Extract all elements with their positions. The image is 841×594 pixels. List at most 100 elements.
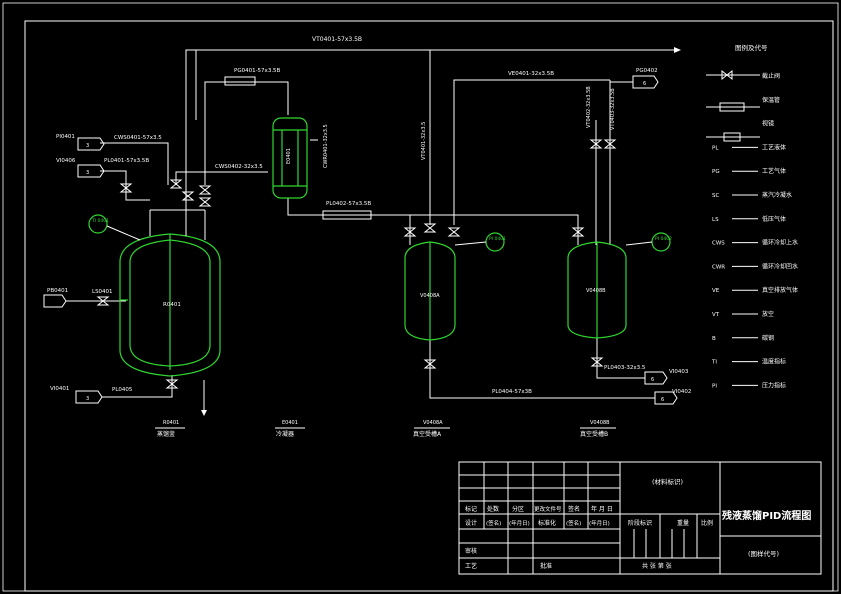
- ti0401-label: TI 0401: [91, 218, 109, 224]
- condenser-e0401[interactable]: [272, 117, 308, 199]
- tb-stage-mark: 阶段标识: [628, 519, 652, 527]
- cws0401-line: [100, 142, 169, 185]
- legend-label: 蒸汽冷凝水: [762, 191, 792, 199]
- legend-label: 循环冷却上水: [762, 239, 798, 247]
- legend-label: 工艺气体: [762, 167, 786, 175]
- legend-label: 视镜: [762, 120, 774, 128]
- legend-valve-symbol: [706, 69, 760, 81]
- tb-h-docno: 更改文件号: [534, 505, 562, 513]
- vi0403-label: VI0403: [669, 369, 689, 375]
- legend-code: VE: [712, 288, 720, 294]
- pi0401-badge-num: 3: [86, 143, 89, 149]
- legend-code: SC: [712, 193, 719, 199]
- pg0402-badge: [632, 75, 659, 89]
- pipe-label-pl0401: PL0401-57x3.5B: [104, 158, 149, 164]
- e0401-name: 冷凝器: [276, 430, 294, 438]
- vt-header-line: [185, 49, 674, 230]
- tb-h-sign: 签名: [568, 505, 580, 513]
- pb0401-badge: [43, 294, 67, 308]
- pl0402-insulated: [322, 210, 372, 220]
- title-block-grid: [458, 461, 822, 575]
- tb-sign1: (签名): [486, 519, 501, 527]
- legend-sightglass-symbol: [706, 132, 760, 142]
- e0401-code: E0401: [282, 420, 298, 426]
- v0408b-feed-lines: [595, 80, 633, 245]
- legend-code: B: [712, 336, 716, 342]
- tank-v0408a[interactable]: [404, 241, 456, 341]
- pipe-label-vt0403: VT0403-32x3.5B: [610, 88, 616, 130]
- cwr-line: [175, 171, 268, 185]
- pl0401-line: [100, 170, 150, 201]
- legend-code: LS: [712, 217, 719, 223]
- ti0401-gauge: [88, 214, 108, 234]
- pipe-label-pl0402: PL0402-57x3.5B: [326, 201, 371, 207]
- legend-code: CWR: [712, 264, 725, 270]
- pipe-label-pl0404: PL0404-57x3B: [492, 389, 532, 395]
- tb-std: 标准化: [538, 519, 556, 527]
- arrow-right: [674, 47, 681, 53]
- vi0406-badge-num: 3: [86, 170, 89, 176]
- vi0403-badge-num: 6: [651, 377, 654, 383]
- pg0402-label: PG0402: [636, 68, 658, 74]
- pi0401-gauge: [485, 232, 505, 252]
- pg0401-line: [204, 81, 289, 185]
- tb-h-mark: 标记: [465, 505, 477, 513]
- tb-h-zone: 分区: [512, 505, 524, 513]
- legend-label: 放空: [762, 310, 774, 318]
- pi-connector-a: [454, 241, 487, 246]
- material-mark: (材料标识): [652, 477, 683, 486]
- inner-frame: [24, 20, 834, 592]
- pipe-label-pl0403: PL0403-32x3.5: [604, 365, 646, 371]
- pi0401-gauge-label: PI 0401: [489, 236, 506, 242]
- ls-valve[interactable]: [96, 296, 110, 306]
- tb-h-count: 处数: [487, 505, 499, 513]
- tb-approve: 批准: [540, 562, 552, 570]
- pg0401-insulated: [224, 76, 256, 86]
- legend-label: 碳钢: [762, 334, 774, 342]
- v0408a-tag: V0408A: [420, 293, 440, 299]
- pipe-label-pg0401: PG0401-57x3.5B: [234, 68, 281, 74]
- tank-v0408b[interactable]: [567, 241, 627, 339]
- pb0401-label: PB0401: [47, 288, 68, 294]
- legend-label: 真空排放气体: [762, 286, 798, 294]
- legend-code: PG: [712, 169, 720, 175]
- tb-total: 共 张 第 张: [642, 562, 672, 570]
- legend-label: 截止阀: [762, 72, 780, 80]
- legend-code: TI: [711, 360, 717, 366]
- pipe-label-vt0401: VT0401-57x3.5B: [312, 36, 362, 43]
- r0401-tag: R0401: [163, 302, 181, 308]
- pipe-label-ve0401: VE0401-32x3.5B: [508, 71, 554, 77]
- vi0401-badge: [75, 390, 103, 404]
- pi0402-gauge-label: PI 0402: [655, 236, 672, 242]
- legend-label: 低压气体: [762, 215, 786, 223]
- ve0401-line: [453, 79, 610, 225]
- legend-code: PL: [712, 145, 719, 151]
- pipe-label-vt0402: VT0402-32x3.5B: [586, 86, 592, 128]
- v0408a-name: 真空受槽A: [413, 430, 442, 438]
- vi0401-badge-num: 3: [86, 396, 89, 402]
- gate-valve[interactable]: [119, 139, 617, 389]
- pl0404-line: [429, 335, 655, 399]
- legend-code: PI: [712, 383, 717, 389]
- legend-label: 工艺液体: [762, 143, 786, 151]
- drain-arrow: [201, 410, 207, 416]
- vi0402-badge: [654, 391, 678, 405]
- r0401-name: 蒸馏釜: [157, 430, 175, 438]
- tb-h-date: 年 月 日: [591, 505, 613, 513]
- tb-sign2: (签名): [566, 519, 581, 527]
- tb-date2: (年月日): [589, 519, 610, 527]
- legend-code: CWS: [712, 241, 725, 247]
- pipe-label-vt0401-v: VT0401-32x3.5: [421, 122, 427, 160]
- legend-code: VT: [712, 312, 720, 318]
- legend-label: 保温管: [762, 96, 780, 104]
- e0401-tag: E0401: [286, 148, 292, 164]
- drawing-code: (图样代号): [748, 549, 779, 558]
- tb-design: 设计: [465, 519, 477, 527]
- tb-process: 工艺: [465, 562, 477, 570]
- tb-weight: 重量: [677, 519, 689, 527]
- ls0401-label: LS0401: [92, 289, 113, 295]
- pg0402-badge-num: 6: [643, 81, 646, 87]
- reactor-r0401[interactable]: [119, 209, 221, 377]
